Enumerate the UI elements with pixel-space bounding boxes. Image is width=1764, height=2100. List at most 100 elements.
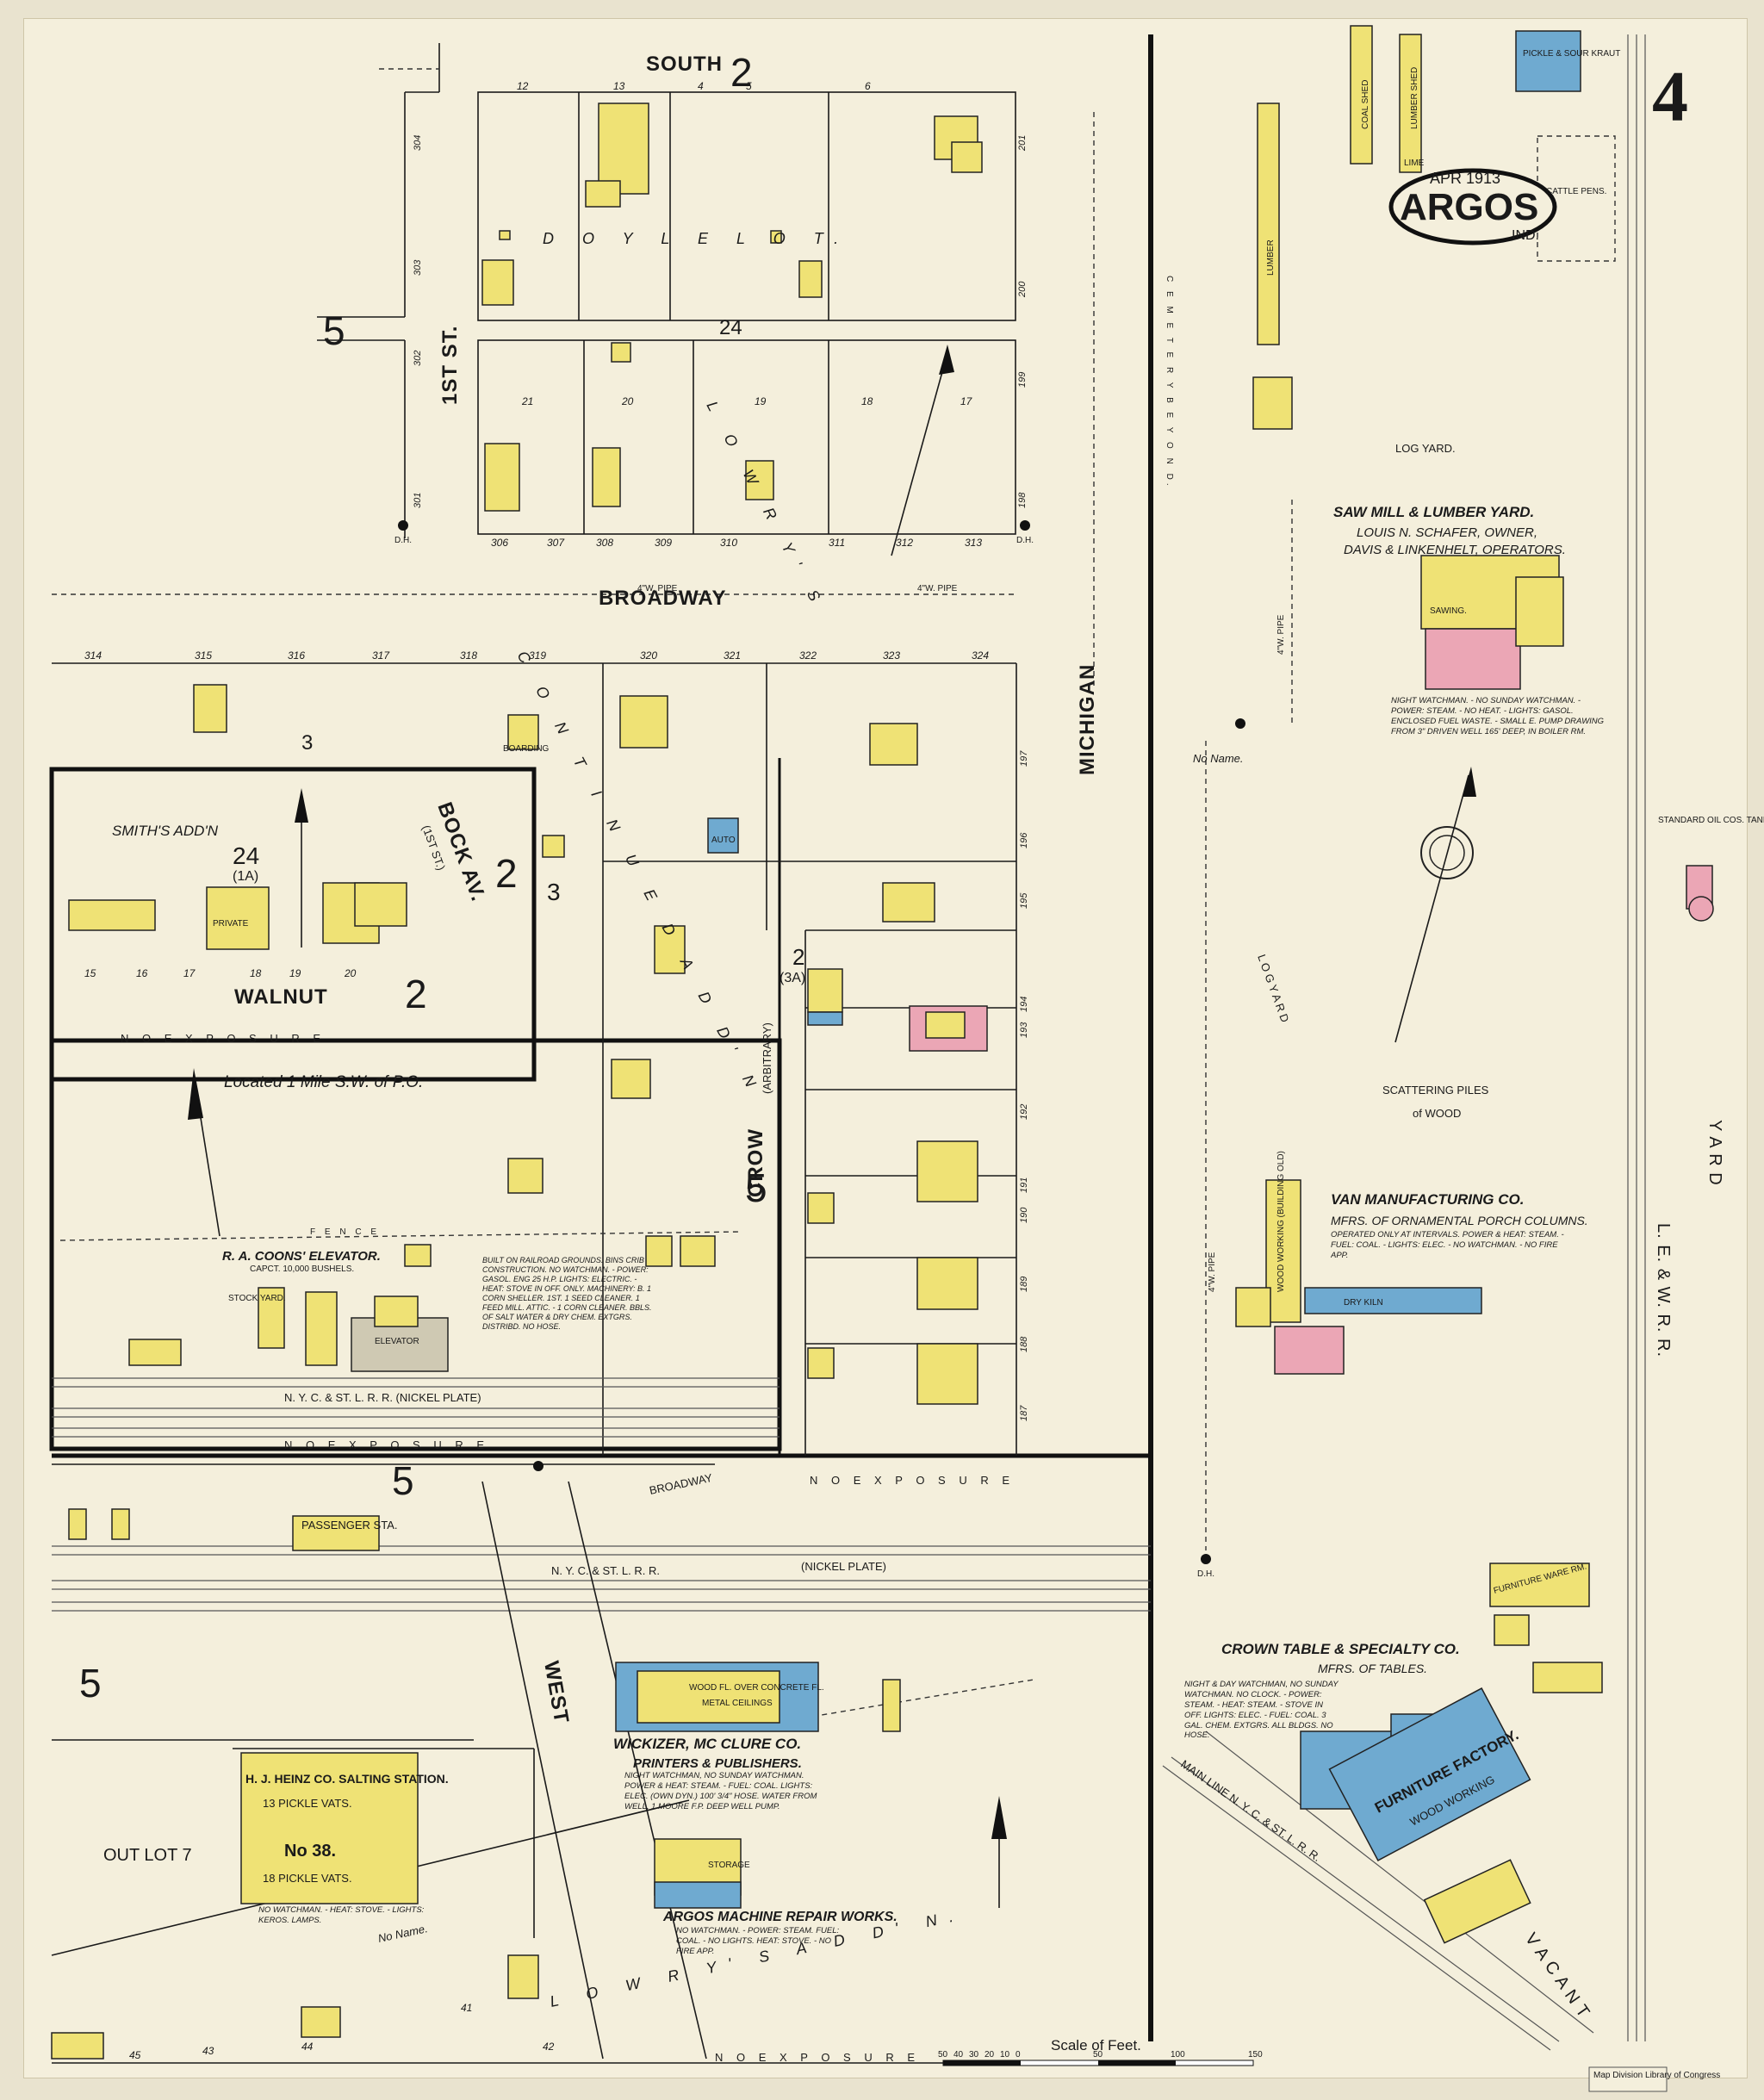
lot-number: 41	[461, 2002, 472, 2014]
lot-number: 6	[865, 80, 871, 92]
scale-tick-label: 50	[1093, 2050, 1103, 2060]
van-dry-kiln: DRY KILN	[1344, 1298, 1383, 1308]
street-crow: CROW	[744, 1128, 767, 1197]
nickel-plate-label: (NICKEL PLATE)	[801, 1560, 886, 1573]
argos-machine-name: ARGOS MACHINE REPAIR WORKS.	[662, 1910, 898, 1924]
heinz-vats2: 18 PICKLE VATS.	[263, 1872, 352, 1885]
fence-label: F E N C E	[310, 1227, 380, 1237]
lot-number: 20	[344, 967, 357, 979]
van-mfg-notes: OPERATED ONLY AT INTERVALS. POWER & HEAT…	[1331, 1230, 1564, 1260]
lew-rr-label: L. E. & W. R. R.	[1654, 1223, 1673, 1358]
lot-number: 312	[896, 537, 913, 549]
wickizer-name: WICKIZER, MC CLURE CO.	[613, 1736, 801, 1752]
lot-number: 316	[288, 649, 305, 662]
coons-name: R. A. COONS' ELEVATOR.	[222, 1249, 381, 1264]
town-oval	[1388, 168, 1557, 245]
log-yard-label: LOG YARD.	[1395, 442, 1456, 455]
scale-tick-label: 30	[969, 2050, 979, 2060]
heinz-name: H. J. HEINZ CO. SALTING STATION.	[245, 1772, 449, 1786]
no-exposure-1: N O E X P O S U R E	[121, 1032, 326, 1045]
lot-number: 302	[413, 351, 423, 366]
block-5-left: 5	[323, 308, 345, 353]
lot-number: 314	[84, 649, 102, 662]
library-stamp	[1588, 2066, 1668, 2092]
street-no-name-2: No Name.	[1193, 752, 1244, 765]
lot-number: 301	[413, 493, 423, 508]
lot-number: 12	[517, 80, 529, 92]
lot-number: 4	[698, 80, 704, 92]
block-2-bock: 2	[495, 851, 518, 896]
lot-number: 191	[1019, 1177, 1029, 1193]
crown-table-notes: NIGHT & DAY WATCHMAN, NO SUNDAY WATCHMAN…	[1184, 1680, 1339, 1741]
scale-tick-label: 150	[1248, 2050, 1263, 2060]
crown-table-name: CROWN TABLE & SPECIALTY CO.	[1221, 1641, 1460, 1657]
scale-tick-label: 0	[1016, 2050, 1021, 2060]
lot-number: 308	[596, 537, 613, 549]
lot-number: 313	[965, 537, 982, 549]
scale-title: Scale of Feet.	[1051, 2037, 1141, 2053]
lot-number: 306	[491, 537, 508, 549]
lot-number: 319	[529, 649, 546, 662]
pipe-label-3: 4"W. PIPE	[1276, 614, 1286, 655]
saw-mill-notes: NIGHT WATCHMAN. - NO SUNDAY WATCHMAN. - …	[1391, 696, 1605, 736]
no-exposure-2: N O E X P O S U R E	[284, 1438, 489, 1451]
lime-label: LIME	[1404, 158, 1425, 168]
pipe-label-1: 4"W. PIPE	[637, 584, 678, 593]
compass-rose	[1394, 767, 1476, 1043]
lot-number: 318	[460, 649, 477, 662]
lot-number: 195	[1019, 892, 1029, 909]
sawing-label: SAWING.	[1430, 606, 1467, 616]
lot-number: 42	[543, 2041, 555, 2053]
lot-number: 188	[1019, 1336, 1029, 1352]
block-24a: 24	[233, 842, 259, 869]
block-doyle-lot	[477, 91, 1016, 321]
lot-number: 200	[1017, 281, 1028, 298]
van-mfg-name: VAN MANUFACTURING CO.	[1331, 1191, 1524, 1208]
lot-number: 315	[195, 649, 212, 662]
hydrant-dots	[398, 520, 1245, 1564]
lot-number: 13	[613, 80, 625, 92]
block-24a-sub: (1A)	[233, 869, 258, 884]
pipe-label-2: 4"W. PIPE	[917, 584, 958, 593]
lot-number: 194	[1019, 997, 1029, 1012]
lot-number: 193	[1019, 1022, 1029, 1038]
north-arrow-smiths	[295, 788, 308, 947]
heinz-vats1: 13 PICKLE VATS.	[263, 1797, 352, 1810]
lot-number: 310	[720, 537, 737, 549]
lot-number: 19	[755, 395, 767, 407]
located-label: Located 1 Mile S.W. of P.O.	[224, 1073, 423, 1091]
scattering-label: SCATTERING PILES	[1382, 1084, 1489, 1097]
block-2-walnut: 2	[405, 972, 427, 1016]
lot-number: 43	[202, 2045, 214, 2057]
north-arrow-coons	[188, 1068, 220, 1237]
van-wood-bldg: WOOD WORKING (BUILDING OLD)	[1276, 1151, 1286, 1292]
main-line-diagonal	[1162, 1730, 1594, 2051]
town-name: ARGOS	[1400, 186, 1538, 228]
sheet-number: 4	[1652, 57, 1688, 137]
coons-sub: CAPCT. 10,000 BUSHELS.	[250, 1264, 354, 1274]
library-label: Map Division Library of Congress	[1593, 2071, 1720, 2080]
heinz-number: No 38.	[284, 1842, 336, 1861]
nyc-rr-inset-label: N. Y. C. & ST. L. R. R. (NICKEL PLATE)	[284, 1391, 481, 1404]
lumber-shed-label: LUMBER SHED	[1410, 67, 1419, 129]
block-5-west: 5	[79, 1661, 102, 1705]
storage-label: STORAGE	[708, 1861, 750, 1870]
lot-number: 45	[129, 2049, 141, 2061]
elevator-label: ELEVATOR	[375, 1337, 419, 1346]
street-michigan: MICHIGAN	[1076, 664, 1099, 775]
cattle-pens-label: CATTLE PENS.	[1546, 187, 1606, 196]
lot-number: 20	[621, 395, 634, 407]
cemetery-label: C E M E T E R Y B E Y O N D.	[1165, 276, 1174, 489]
private-label: PRIVATE	[213, 919, 249, 929]
north-arrow-lower	[991, 1796, 1007, 1908]
block-3-bock: 3	[547, 879, 561, 905]
lot-number: 18	[250, 967, 262, 979]
lot-number: 189	[1019, 1277, 1029, 1292]
nickel-plate-tracks-main	[52, 1463, 1151, 1612]
coons-notes: BUILT ON RAILROAD GROUNDS. BINS CRIB CON…	[482, 1256, 652, 1331]
vacant-label: V A C A N T	[1521, 1929, 1593, 2022]
lot-number: 44	[301, 2041, 314, 2053]
